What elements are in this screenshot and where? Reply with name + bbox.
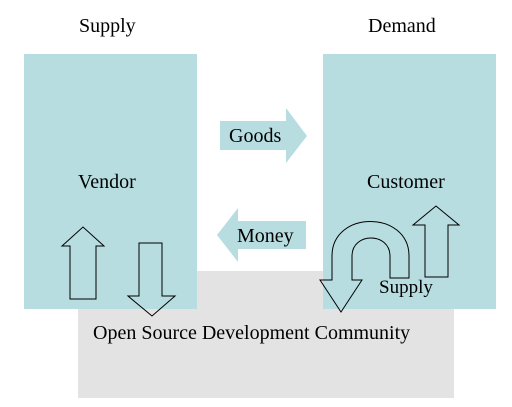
money-label: Money — [237, 225, 294, 247]
goods-arrow-icon — [220, 108, 307, 163]
community-supply-label: Supply — [379, 277, 433, 298]
money-arrow-icon — [217, 208, 306, 262]
vendor-label: Vendor — [78, 171, 136, 193]
community-label: Open Source Development Community — [93, 322, 411, 344]
supply-heading: Supply — [79, 15, 136, 37]
customer-up-arrow-icon — [411, 205, 461, 278]
demand-heading: Demand — [368, 15, 436, 37]
vendor-down-arrow-icon — [126, 242, 177, 317]
vendor-up-arrow-icon — [60, 226, 106, 300]
customer-u-turn-arrow-icon — [319, 221, 410, 313]
vendor-box — [24, 54, 197, 309]
goods-label: Goods — [229, 125, 282, 147]
customer-label: Customer — [367, 171, 445, 193]
